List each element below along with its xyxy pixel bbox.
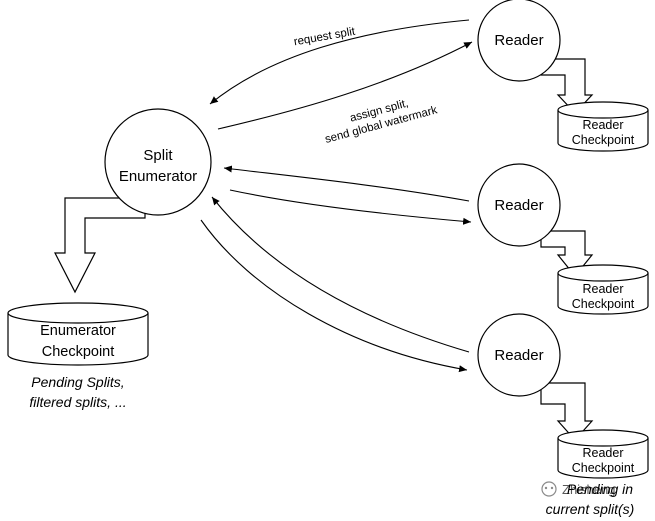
edge-enumerator-to-reader2 bbox=[229, 189, 472, 225]
watermark-logo-icon bbox=[541, 481, 557, 497]
node-reader-2[interactable]: Reader bbox=[477, 163, 561, 247]
node-label-reader-1: Reader bbox=[494, 32, 543, 49]
db-label-checkpoint-1: Checkpoint bbox=[572, 133, 635, 147]
reader-note-line1: Pending in bbox=[567, 481, 633, 497]
edge-request-split bbox=[209, 19, 470, 105]
node-label-enumerator: Enumerator bbox=[119, 168, 197, 185]
db-label-checkpoint-2: Checkpoint bbox=[572, 297, 635, 311]
db-label-reader-3: Reader bbox=[583, 446, 624, 460]
node-label-reader-3: Reader bbox=[494, 347, 543, 364]
edge-label-request-split: request split bbox=[293, 26, 357, 49]
watermark: Zhisheng bbox=[541, 481, 615, 497]
enumerator-note-line2: filtered splits, ... bbox=[29, 394, 126, 410]
edge-enumerator-to-reader3 bbox=[200, 219, 468, 373]
db-reader-checkpoint-3[interactable]: Reader Checkpoint bbox=[557, 429, 649, 479]
db-enumerator-checkpoint[interactable]: Enumerator Checkpoint bbox=[7, 302, 149, 366]
block-arrow-reader3-checkpoint bbox=[540, 382, 594, 441]
node-split-enumerator[interactable]: Split Enumerator bbox=[104, 108, 212, 216]
block-arrow-reader1-checkpoint bbox=[540, 58, 594, 114]
db-label-checkpoint-3: Checkpoint bbox=[572, 461, 635, 475]
edge-reader2-to-enumerator bbox=[223, 165, 470, 202]
db-label-checkpoint: Checkpoint bbox=[42, 344, 115, 360]
node-label-reader-2: Reader bbox=[494, 197, 543, 214]
node-label-split: Split bbox=[143, 147, 173, 164]
reader-note-line2: current split(s) bbox=[546, 501, 635, 517]
db-label-enumerator: Enumerator bbox=[40, 323, 116, 339]
block-arrow-enumerator-checkpoint bbox=[54, 197, 146, 294]
node-reader-1[interactable]: Reader bbox=[477, 0, 561, 82]
enumerator-note-line1: Pending Splits, bbox=[31, 374, 124, 390]
db-label-reader-1: Reader bbox=[583, 118, 624, 132]
edge-reader3-to-enumerator bbox=[211, 196, 470, 353]
edge-assign-split bbox=[217, 41, 473, 130]
db-reader-checkpoint-1[interactable]: Reader Checkpoint bbox=[557, 101, 649, 152]
block-arrow-reader2-checkpoint bbox=[540, 230, 594, 277]
watermark-text: Zhisheng bbox=[562, 482, 615, 497]
db-label-reader-2: Reader bbox=[583, 282, 624, 296]
db-reader-checkpoint-2[interactable]: Reader Checkpoint bbox=[557, 264, 649, 315]
node-reader-3[interactable]: Reader bbox=[477, 313, 561, 397]
